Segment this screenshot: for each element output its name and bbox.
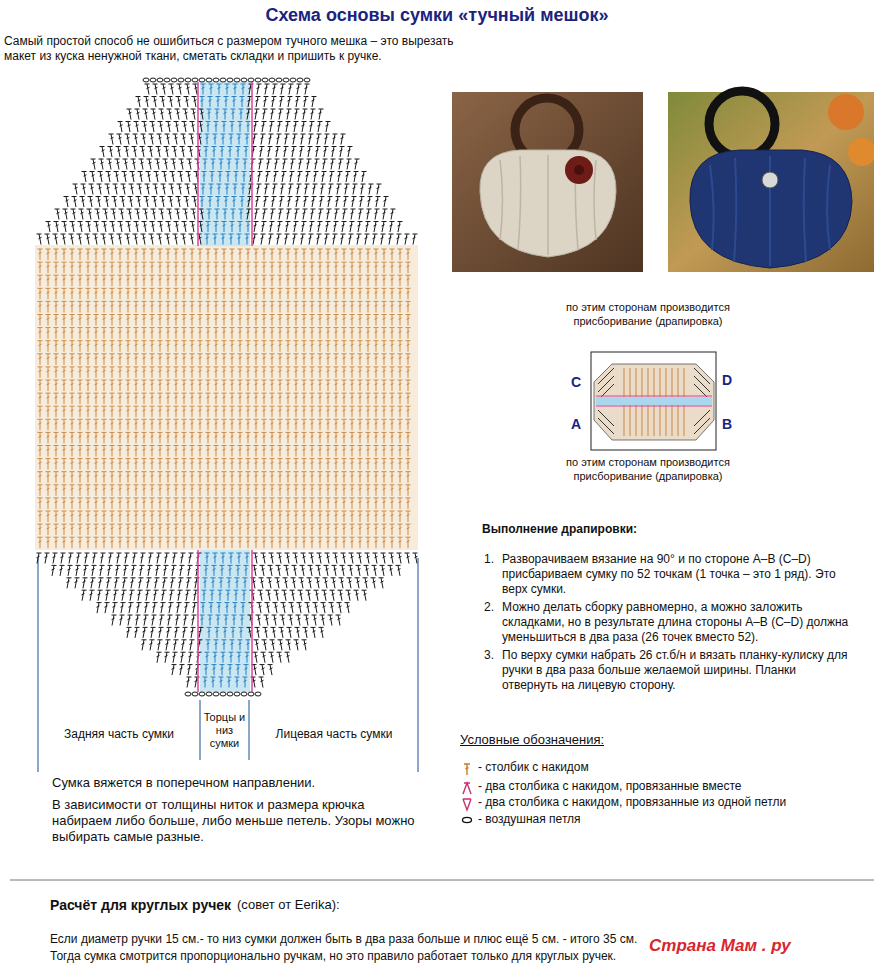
schematic-shape: [594, 364, 714, 440]
part-label: Торцы и низ сумки: [200, 711, 249, 750]
corner-letter: D: [722, 371, 732, 389]
list-number: 2.: [484, 600, 494, 615]
photo-background: [452, 92, 643, 272]
schematic-band: [596, 397, 712, 405]
double-crochet-stitches: [38, 249, 411, 548]
bag-flower: [565, 156, 593, 184]
list-number: 1.: [484, 552, 494, 567]
divider-line: [418, 558, 419, 772]
bag-flower: [574, 165, 584, 175]
bag-pleats: [500, 155, 596, 255]
center-stitches: [200, 84, 251, 688]
legend-symbol-dc-inc: [463, 799, 471, 810]
side-note: по этим сторонам производится присборива…: [556, 300, 740, 328]
note: Если диаметр ручки 15 см.- то низ сумки …: [50, 932, 637, 947]
schematic-band-lines: [596, 396, 712, 406]
legend-symbol-dc2tog: [463, 783, 471, 794]
corner-letter: C: [571, 373, 581, 391]
list-number: 3.: [484, 648, 494, 663]
note: В зависимости от толщины ниток и размера…: [52, 797, 417, 845]
schematic-frame: [591, 352, 716, 450]
legend-text: - столбик с накидом: [478, 760, 589, 775]
bag-pleats: [710, 156, 830, 266]
legend-text: - два столбика с накидом, провязанные вм…: [478, 779, 741, 794]
legend-text: - воздушная петля: [478, 812, 581, 827]
note: Тогда сумка смотрится пропорционально ру…: [50, 949, 616, 964]
side-note: по этим сторонам производится присборива…: [556, 455, 740, 483]
list-item: По верху сумки набрать 26 ст.б/н и вязат…: [502, 648, 852, 693]
legend-heading: Условные обозначения:: [460, 732, 604, 748]
chain-stitches: [143, 78, 310, 696]
divider-line: [200, 700, 201, 760]
intro-note: Самый простой способ не ошибиться с разм…: [4, 34, 476, 64]
fruit: [848, 138, 874, 166]
part-label: Лицевая часть сумки: [250, 727, 418, 742]
fruit: [828, 94, 864, 130]
legend-symbol-dc: [464, 764, 470, 775]
page-title: Схема основы сумки «тучный мешок»: [0, 4, 874, 27]
credit-note: (совет от Eerika):: [237, 897, 340, 913]
part-label: Задняя часть сумки: [38, 727, 200, 742]
photo-background: [668, 92, 874, 272]
corner-letter: B: [722, 415, 732, 433]
divider-line: [249, 700, 250, 760]
legend-text: - два столбика с накидом, провязанные из…: [478, 795, 786, 810]
list-item: Разворачиваем вязание на 90° и по сторон…: [502, 552, 852, 597]
bag-handle: [709, 91, 775, 157]
decrease-stitches: [37, 84, 418, 688]
section-heading: Расчёт для круглых ручек: [50, 896, 231, 914]
bag-brooch: [762, 172, 778, 188]
bag-body: [480, 150, 616, 257]
divider-line: [38, 558, 39, 772]
list-item: Можно делать сборку равномерно, а можно …: [502, 600, 852, 645]
corner-letter: A: [571, 415, 581, 433]
legend-symbol-chain: [463, 817, 472, 822]
note: Сумка вяжется в поперечном направлении.: [52, 775, 315, 791]
section-heading: Выполнение драпировки:: [482, 522, 637, 537]
chart-middle-ground: [35, 245, 418, 550]
watermark: Страна Мам . ру: [649, 935, 791, 956]
separator-line: [10, 880, 874, 881]
center-band-lines: [198, 82, 252, 692]
bag-body: [690, 150, 852, 268]
